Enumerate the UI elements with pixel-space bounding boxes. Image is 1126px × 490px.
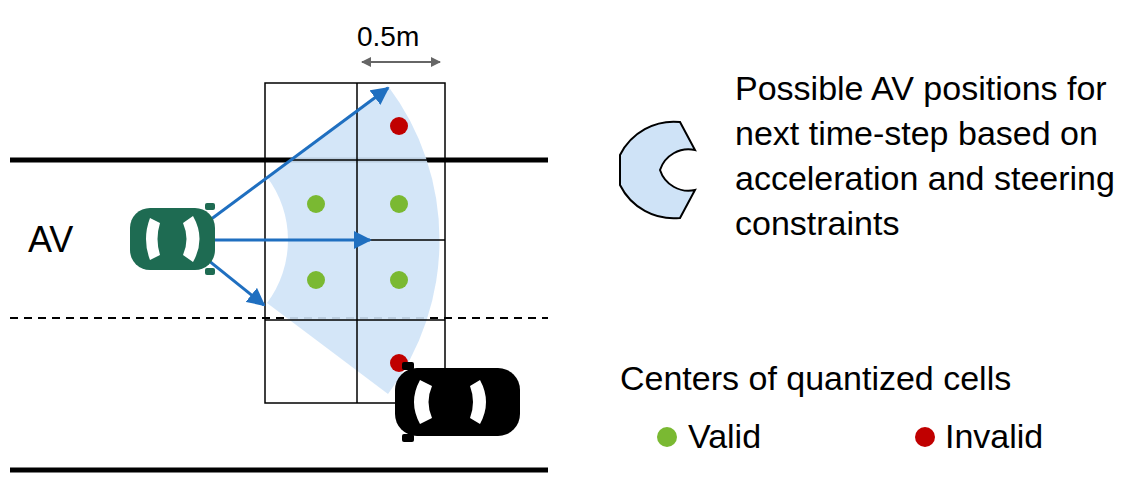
valid-dot [390, 271, 408, 289]
invalid-dot [390, 117, 408, 135]
av-car [130, 203, 215, 275]
legend-text: Possible AV positions for next time-step… [735, 66, 1120, 246]
legend-text: Invalid [945, 416, 1043, 457]
legend-text: Valid [688, 416, 761, 457]
other-car [395, 362, 520, 442]
quantized-grid [265, 83, 445, 403]
lane-divider [10, 317, 548, 319]
legend-swatch [657, 427, 677, 447]
legend-swatch [915, 427, 935, 447]
valid-dot [390, 195, 408, 213]
legend-region-sample [620, 122, 695, 219]
valid-dot [307, 271, 325, 289]
legend-heading: Centers of quantized cells [620, 358, 1011, 399]
road-edge [10, 468, 548, 473]
vehicle-label: AV [28, 218, 73, 261]
dimension-arrow [362, 61, 440, 63]
valid-dot [307, 195, 325, 213]
road-edge [10, 158, 548, 163]
dimension-label: 0.5m [357, 20, 419, 54]
motion-arrows [183, 88, 388, 305]
